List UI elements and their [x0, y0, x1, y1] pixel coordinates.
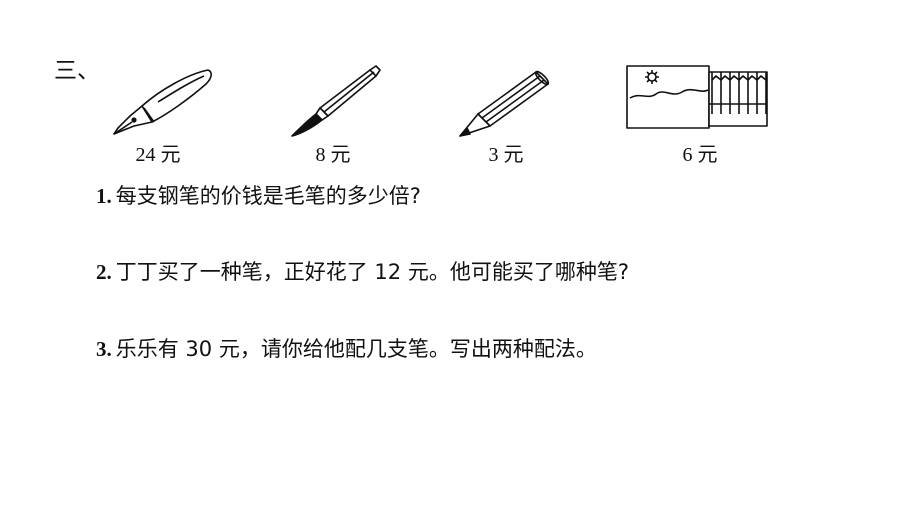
crayon-box-icon — [626, 65, 768, 129]
question-3: 3.乐乐有 30 元，请你给他配几支笔。写出两种配法。 — [96, 339, 597, 360]
question-2: 2.丁丁买了一种笔，正好花了 12 元。他可能买了哪种笔? — [96, 262, 629, 283]
price-label: 3 元 — [488, 144, 524, 166]
price-label: 24 元 — [135, 144, 181, 166]
question-number: 1. — [96, 184, 112, 208]
price-label: 8 元 — [315, 144, 351, 166]
pencil-icon — [459, 70, 550, 137]
question-text: 丁丁买了一种笔，正好花了 12 元。他可能买了哪种笔? — [115, 260, 629, 284]
pencil-item — [456, 68, 552, 140]
fountain-pen-icon — [113, 69, 212, 135]
price-label: 6 元 — [682, 144, 718, 166]
question-text: 每支钢笔的价钱是毛笔的多少倍? — [115, 184, 421, 208]
brush-pen-item — [290, 62, 382, 140]
crayon-box-item — [626, 64, 772, 130]
section-number: 三、 — [54, 58, 100, 84]
question-number: 3. — [96, 337, 112, 361]
brush-pen-icon — [291, 65, 381, 137]
fountain-pen-item — [108, 68, 216, 140]
question-1: 1.每支钢笔的价钱是毛笔的多少倍? — [96, 186, 421, 207]
question-number: 2. — [96, 260, 112, 284]
question-text: 乐乐有 30 元，请你给他配几支笔。写出两种配法。 — [115, 337, 597, 361]
